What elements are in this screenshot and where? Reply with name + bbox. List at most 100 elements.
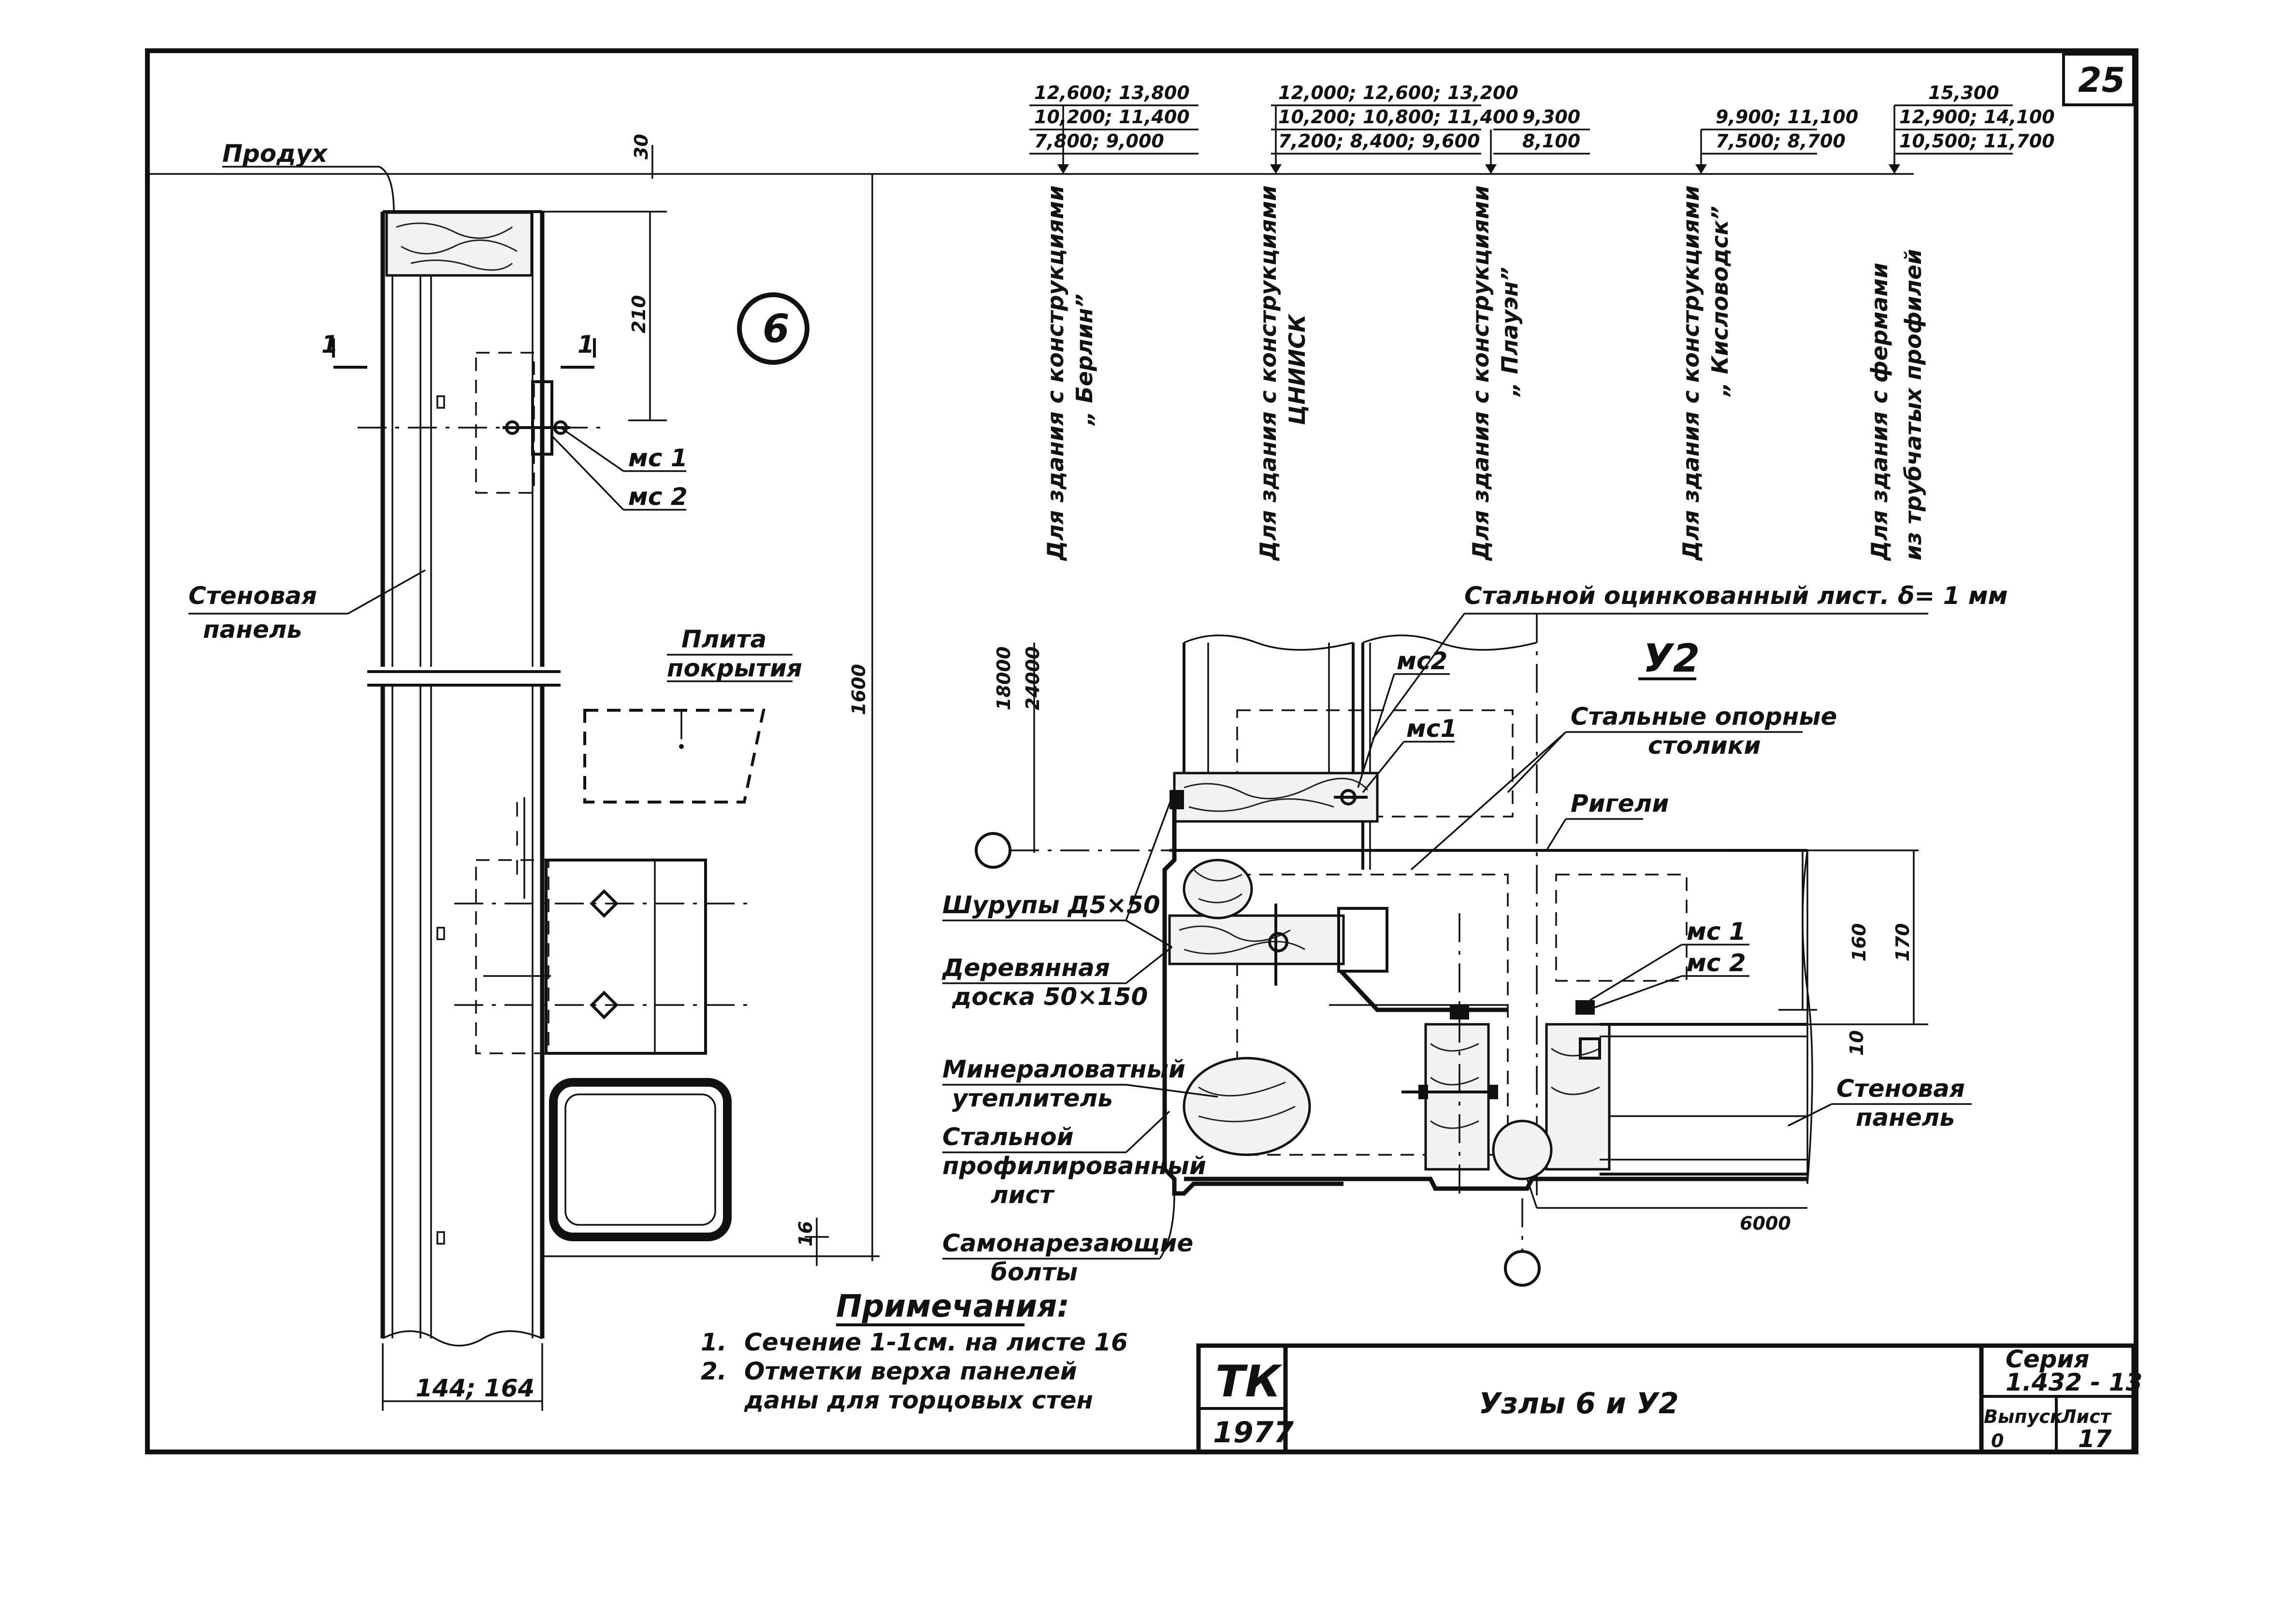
tb-issue-value: 0	[1991, 1430, 2004, 1451]
elev-4-row-1: 9,900; 11,100	[1716, 106, 1858, 128]
y2-mc2: мс2	[1397, 647, 1447, 675]
galvanized-sheet-label: Стальной оцинкованный лист. δ= 1 мм	[1464, 582, 2008, 610]
elev-1-row-2: 10,200; 11,400	[1034, 106, 1190, 128]
elevation-marks: 12,600; 13,800 10,200; 11,400 7,800; 9,0…	[880, 82, 2055, 561]
dim-bottom-width: 144; 164	[416, 1374, 534, 1402]
elev-5-row-2: 12,900; 14,100	[1899, 106, 2055, 128]
elev-5-row-3: 10,500; 11,700	[1899, 130, 2055, 152]
elevation-col-4: 9,900; 11,100 7,500; 8,700 Для здания с …	[1678, 106, 1858, 561]
wall-panel-y2-1: Стеновая	[1836, 1075, 1965, 1103]
title-block: ТК 1977 Узлы 6 и У2 Серия 1.432 - 13 Вып…	[1196, 1343, 2142, 1454]
y2-title: У2	[1643, 636, 1700, 681]
elev-4-caption-2: „ Кисловодск”	[1707, 206, 1733, 397]
elev-2-caption-2: ЦНИИСК	[1284, 313, 1310, 425]
mineral-wool-label-1: Минераловатный	[942, 1055, 1185, 1083]
mc1-label: мс 1	[628, 444, 688, 472]
wall-panel-label-1: Стеновая	[188, 582, 317, 610]
wood-board-middle	[1168, 914, 1345, 965]
elev-1-row-1: 12,600; 13,800	[1034, 82, 1190, 103]
self-tapping-label-2: болты	[991, 1258, 1078, 1286]
dim-6000: 6000	[1740, 1213, 1791, 1234]
screws-label: Шурупы Д5×50	[942, 891, 1160, 919]
tb-year: 1977	[1213, 1416, 1294, 1450]
elev-3-caption-2: „ Плауэн”	[1497, 267, 1523, 397]
elev-3-row-2: 8,100	[1522, 130, 1580, 152]
tb-series-value: 1.432 - 13	[2006, 1368, 2142, 1396]
elev-2-row-1: 12,000; 12,600; 13,200	[1278, 82, 1518, 103]
left-view-annotations: Продух 1 1 30 210 1600 16 144; 164 Стено…	[188, 134, 873, 1411]
elev-5-row-1: 15,300	[1928, 82, 1999, 103]
steel-profiled-label-1: Стальной	[942, 1123, 1074, 1151]
dim-210: 210	[628, 295, 650, 333]
note-1-text: Сечение 1-1см. на листе 16	[744, 1328, 1128, 1356]
elev-5-caption-1: Для здания с фермами	[1866, 263, 1892, 561]
elev-1-row-3: 7,800; 9,000	[1034, 130, 1164, 152]
dim-1600: 1600	[848, 664, 869, 715]
self-tapping-label-1: Самонарезающие	[942, 1229, 1193, 1257]
tb-series-label: Серия	[2006, 1345, 2090, 1373]
tb-sheet-value: 17	[2078, 1425, 2112, 1453]
sheet-number: 25	[2078, 60, 2125, 100]
elev-2-caption-1: Для здания с конструкциями	[1255, 186, 1281, 561]
axis-marker-bottom	[1504, 1250, 1541, 1287]
note-2-text: Отметки верха панелей	[744, 1357, 1077, 1385]
section-mark-right: 1	[578, 330, 594, 359]
dim-10: 10	[1846, 1030, 1867, 1056]
left-wall-section	[147, 173, 880, 1347]
section-mark-left: 1	[321, 330, 338, 359]
elev-3-row-1: 9,300	[1522, 106, 1580, 128]
notes-block: Примечания: 1. Сечение 1-1см. на листе 1…	[701, 1289, 1128, 1414]
sheet-frame: 25	[145, 48, 2138, 1454]
steel-profiled-label-2: профилированный	[942, 1152, 1206, 1180]
steel-profiled-label-3: лист	[991, 1181, 1055, 1209]
elev-5-caption-2: из трубчатых профилей	[1900, 249, 1926, 560]
roof-slab-label-2: покрытия	[667, 654, 802, 682]
dim-30: 30	[631, 134, 652, 159]
mineral-wool-2	[1183, 1057, 1311, 1156]
mineral-wool-label-2: утеплитель	[952, 1084, 1113, 1112]
detail-y2: У2 Стальной оцинкованный лист. δ= 1 мм	[941, 582, 2008, 1287]
dim-18000: 18000	[993, 646, 1014, 710]
detail-circle	[737, 292, 809, 365]
girts-label: Ригели	[1571, 790, 1669, 818]
elevation-col-3: 9,300 8,100 Для здания с конструкциями „…	[1468, 106, 1590, 561]
elev-2-row-2: 10,200; 10,800; 11,400	[1278, 106, 1518, 128]
note-3-text: даны для торцовых стен	[744, 1386, 1093, 1414]
dim-160: 160	[1848, 923, 1870, 962]
roof-slab-label-1: Плита	[681, 625, 766, 653]
y2-mc1: мс1	[1406, 715, 1457, 743]
dim-24000: 24000	[1022, 646, 1043, 710]
elev-4-caption-1: Для здания с конструкциями	[1678, 186, 1704, 561]
wall-panel-label-2: панель	[203, 616, 302, 644]
tb-org: ТК	[1215, 1356, 1283, 1407]
detail-number: 6	[763, 306, 790, 351]
mineral-wool-1	[1183, 859, 1253, 919]
tb-sheet-label: Лист	[2061, 1406, 2112, 1427]
elevation-col-5: 15,300 12,900; 14,100 10,500; 11,700 Для…	[1866, 82, 2055, 561]
tb-issue-label: Выпуск	[1984, 1406, 2063, 1427]
steel-supports-2: столики	[1648, 732, 1761, 760]
elev-2-row-3: 7,200; 8,400; 9,600	[1278, 130, 1480, 152]
y2-mc2-lower: мс 2	[1687, 949, 1746, 977]
dim-16: 16	[795, 1221, 816, 1247]
axis-marker-left	[975, 832, 1011, 869]
elevation-col-2: 12,000; 12,600; 13,200 10,200; 10,800; 1…	[1255, 82, 1518, 561]
mc2-label: мс 2	[628, 483, 688, 511]
y2-mc1-lower: мс 1	[1687, 918, 1746, 946]
tb-title: Узлы 6 и У2	[1479, 1387, 1679, 1421]
elev-1-caption-2: „ Берлин”	[1071, 294, 1097, 426]
wood-board-label-1: Деревянная	[941, 954, 1110, 982]
notes-title: Примечания:	[836, 1289, 1069, 1324]
elev-1-caption-1: Для здания с конструкциями	[1042, 186, 1069, 561]
note-1-num: 1.	[701, 1328, 727, 1356]
vent-label: Продух	[222, 140, 328, 168]
elev-4-row-2: 7,500; 8,700	[1716, 130, 1846, 152]
wall-panel-y2-2: панель	[1856, 1104, 1955, 1132]
note-2-num: 2.	[701, 1357, 727, 1385]
elevation-col-1: 12,600; 13,800 10,200; 11,400 7,800; 9,0…	[1029, 82, 1199, 561]
elev-3-caption-1: Для здания с конструкциями	[1468, 186, 1494, 561]
steel-supports-1: Стальные опорные	[1571, 703, 1837, 731]
wood-board-label-2: доска 50×150	[952, 983, 1148, 1011]
dim-170: 170	[1892, 923, 1913, 962]
